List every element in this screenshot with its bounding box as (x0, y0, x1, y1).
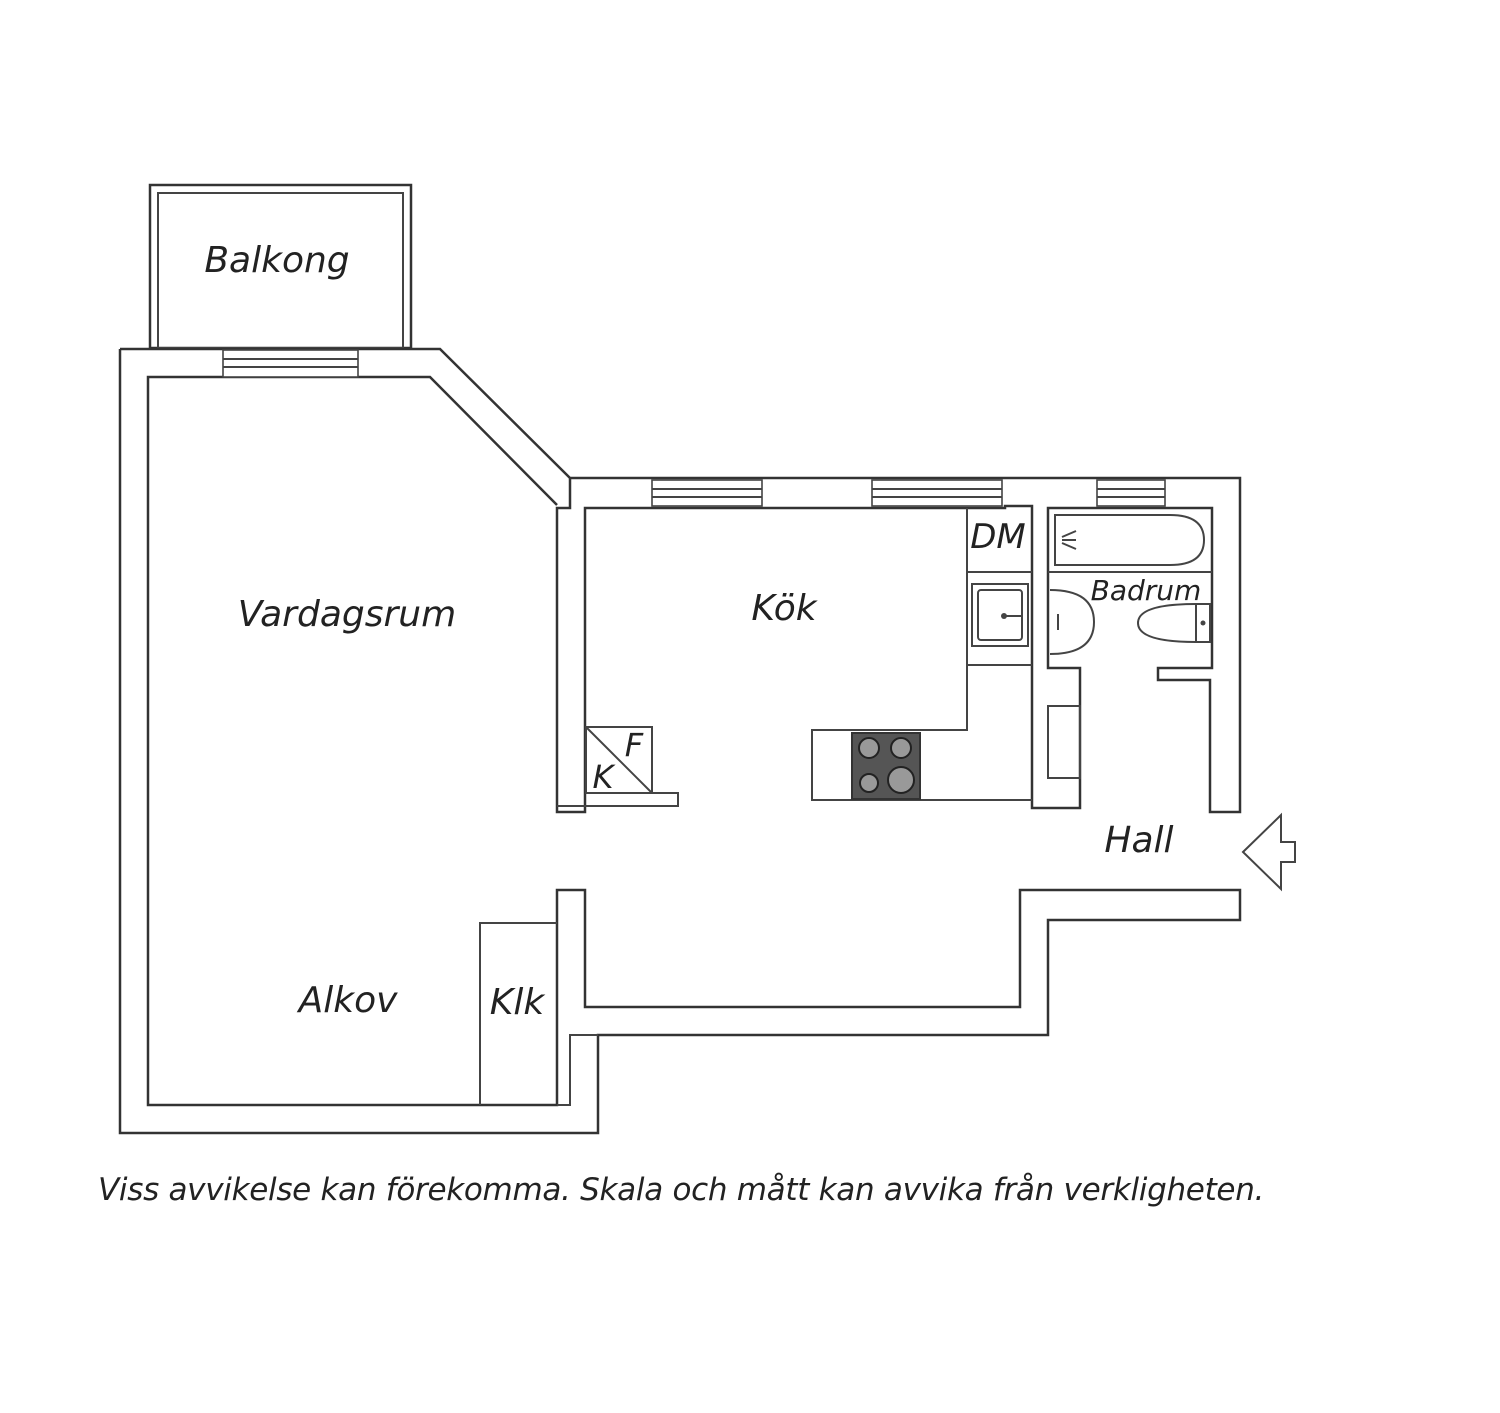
label-dm: DM (970, 517, 1026, 557)
window-bathroom (1096, 479, 1166, 507)
disclaimer-text: Viss avvikelse kan förekomma. Skala och … (98, 1172, 1265, 1208)
label-vardagsrum: Vardagsrum (238, 594, 456, 635)
living-room-wall-outer (118, 349, 1242, 1135)
fridge-freezer (557, 726, 679, 807)
window-kitchen-2 (871, 479, 1003, 507)
hall-closet (1047, 705, 1081, 779)
label-badrum: Badrum (1091, 574, 1202, 607)
bathtub-icon (1048, 514, 1212, 573)
window-kitchen-1 (651, 479, 763, 507)
washbasin-icon (1049, 589, 1096, 655)
label-kok: Kök (751, 588, 818, 629)
label-freezer-k: K (593, 758, 617, 796)
sink-icon (971, 583, 1029, 647)
label-hall: Hall (1104, 820, 1173, 861)
entrance-arrow-icon (1241, 812, 1296, 892)
toilet-icon (1136, 603, 1211, 643)
alcove-wall (479, 922, 598, 1106)
window-living-room (222, 349, 359, 378)
label-balkong: Balkong (204, 240, 349, 281)
label-fridge-f: F (625, 726, 644, 764)
stove-icon (851, 732, 921, 800)
label-alkov: Alkov (297, 980, 399, 1021)
outer-wall (120, 347, 1242, 814)
label-klk: Klk (490, 982, 547, 1023)
